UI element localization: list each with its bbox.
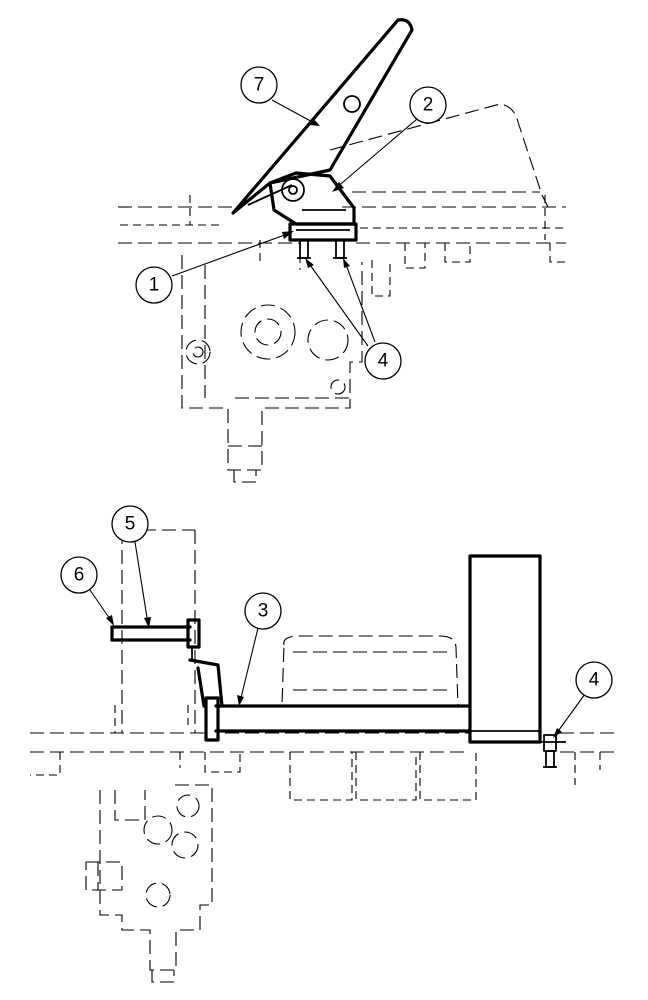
seat-cushion-outline [281, 635, 459, 706]
callout-label-6: 6 [74, 565, 85, 586]
pedal-raised-outline [329, 103, 549, 208]
callout-1-top: 1 [135, 231, 294, 304]
callout-label-4-bottom: 4 [589, 670, 600, 691]
hinge-bracket-2 [268, 171, 356, 226]
callout-5-bottom: 5 [111, 505, 151, 628]
callout-label-3: 3 [258, 601, 269, 622]
top-view: 7 2 1 4 [118, 18, 566, 483]
callout-2-top: 2 [332, 86, 447, 192]
callout-7-top: 7 [240, 66, 320, 126]
bottom-view: 6 5 3 4 [30, 505, 620, 983]
upright-pedal [468, 554, 566, 768]
mounting-plate-1 [288, 222, 358, 259]
bottom-floor-outline [30, 529, 620, 801]
top-valve-body [181, 255, 363, 483]
callout-6-bottom: 6 [60, 556, 114, 626]
pedal-7 [231, 18, 414, 215]
callout-label-4-top: 4 [378, 351, 389, 372]
callout-label-1: 1 [149, 275, 160, 296]
callout-3-bottom: 3 [237, 592, 282, 706]
callout-label-5: 5 [125, 514, 136, 535]
callout-label-7: 7 [254, 75, 265, 96]
callout-label-2: 2 [423, 95, 434, 116]
top-floor-outline [118, 195, 566, 297]
bottom-valve-body [85, 784, 213, 983]
callout-4-bottom: 4 [553, 661, 613, 738]
rod-5 [110, 618, 201, 660]
callout-4-top: 4 [305, 258, 402, 380]
pedal-tube-3 [188, 658, 472, 742]
